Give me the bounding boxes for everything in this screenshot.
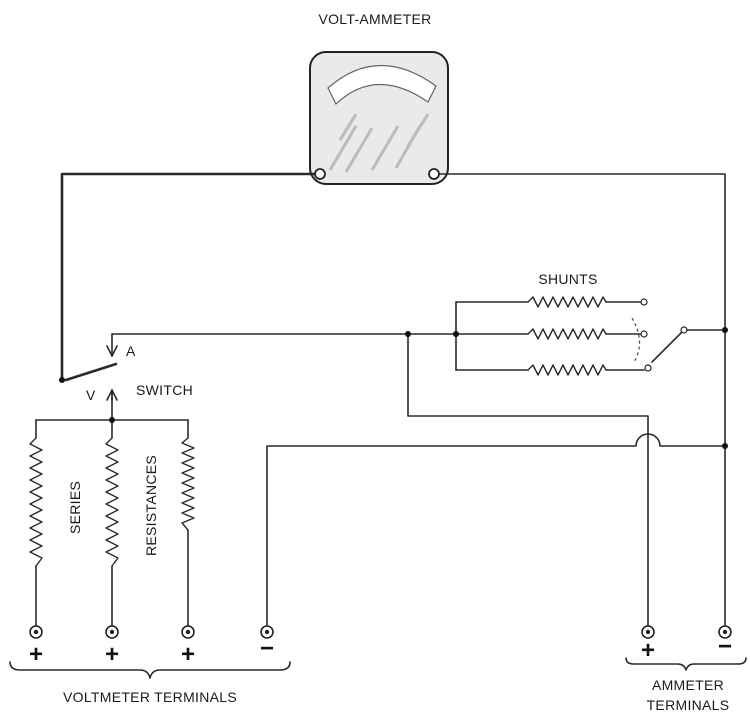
shunt-contact-2	[640, 330, 648, 338]
shunt-resistor-3	[527, 364, 607, 376]
terminal-sign-v1: +	[29, 641, 43, 668]
meter-terminal-left	[314, 168, 326, 180]
shunt-contact-3	[644, 364, 652, 372]
wire-meter-left	[60, 172, 317, 382]
resistors	[29, 296, 607, 567]
switch-a-label: A	[126, 343, 136, 359]
switch-v-label: V	[86, 387, 96, 403]
ammeter-terminals-label-1: AMMETER	[652, 677, 724, 693]
terminal-sign-v2: +	[105, 641, 119, 668]
junction-dot	[722, 327, 728, 333]
switch-label: SWITCH	[136, 382, 193, 398]
voltmeter-terminals-label: VOLTMETER TERMINALS	[63, 689, 237, 705]
braces	[9, 657, 747, 679]
selector-pivot	[680, 326, 688, 334]
voltmeter-brace	[9, 661, 291, 679]
junctions	[59, 298, 728, 449]
series-resistor-1	[29, 437, 43, 567]
volt-ammeter	[309, 51, 449, 185]
terminal-sign-a2: −	[718, 633, 732, 660]
arrow-v-icon	[106, 389, 118, 401]
junction-dot	[405, 331, 411, 337]
meter-glare	[328, 113, 430, 173]
terminal-sign-a1: +	[641, 637, 655, 664]
labels: VOLT-AMMETER SHUNTS SWITCH A V SERIES RE…	[29, 11, 732, 713]
shunt-selector-arm	[651, 329, 685, 363]
junction-dot	[453, 331, 459, 337]
shunt-resistor-2	[527, 328, 607, 340]
shunt-contact-1	[640, 298, 648, 306]
junction-dot	[109, 417, 115, 423]
resistances-label: RESISTANCES	[143, 455, 159, 556]
shunt-resistor-1	[527, 296, 607, 308]
shunts-label: SHUNTS	[538, 271, 597, 287]
meter-scale	[327, 64, 437, 105]
series-resistor-2	[105, 437, 119, 567]
ammeter-brace	[625, 657, 747, 671]
terminal-sign-v3: +	[181, 641, 195, 668]
wire-volt-minus	[266, 433, 726, 627]
series-resistor-3	[181, 437, 195, 531]
ammeter-terminals-label-2: TERMINALS	[647, 697, 730, 713]
switch-blade	[64, 362, 118, 382]
terminals	[29, 625, 732, 639]
switch-pivot	[59, 377, 65, 383]
arrow-a-icon	[106, 345, 118, 357]
wiring	[35, 172, 726, 629]
meter-terminal-right	[428, 168, 440, 180]
meter-label: VOLT-AMMETER	[318, 11, 431, 27]
series-label: SERIES	[67, 481, 83, 534]
terminal-sign-v4: −	[260, 635, 274, 662]
junction-dot	[722, 443, 728, 449]
wire-ammeter-plus	[407, 333, 649, 629]
selector-arc	[631, 317, 641, 363]
wire-meter-right	[438, 173, 726, 629]
